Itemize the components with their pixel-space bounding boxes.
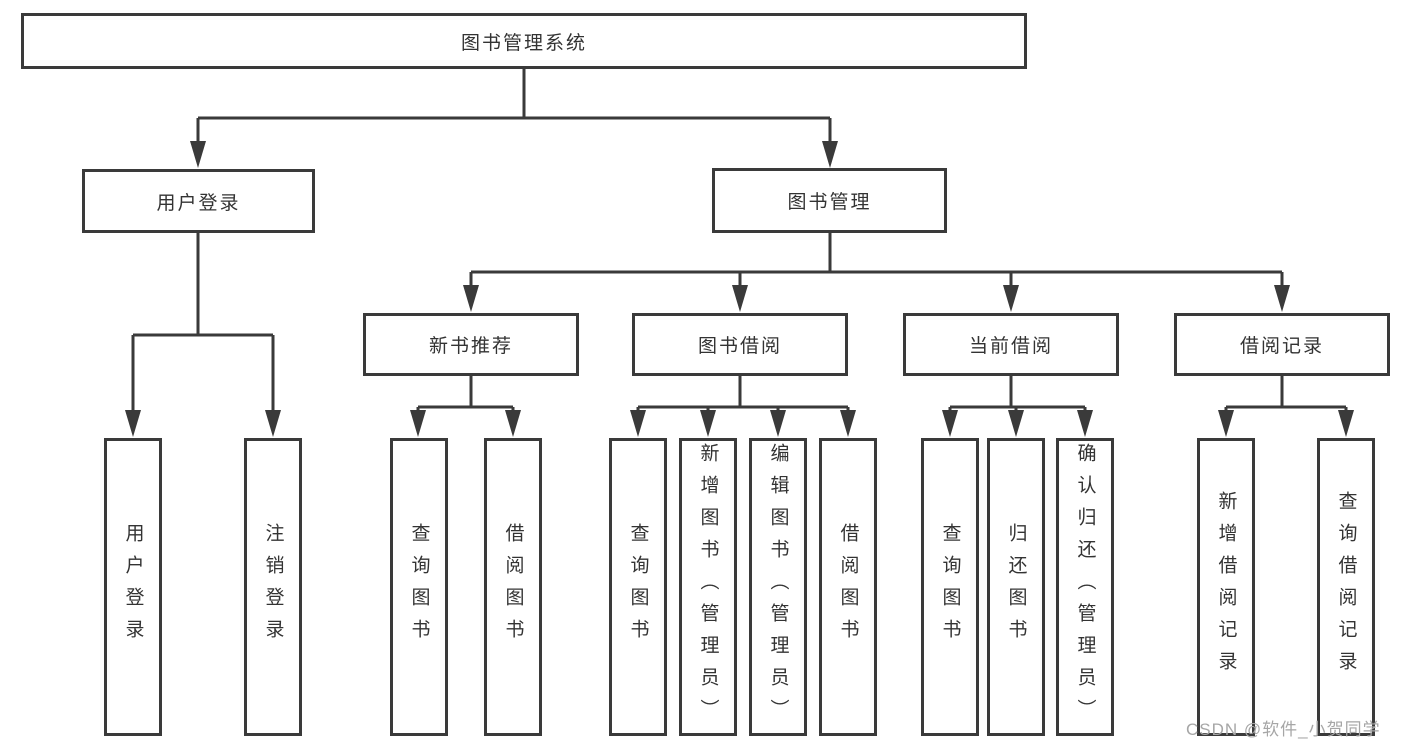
leaf-query-books-borrowing: 查询图书: [609, 438, 667, 736]
node-book-borrowing: 图书借阅: [632, 313, 848, 376]
leaf-confirm-return-admin-label: 确认归还（管理员）: [1074, 443, 1096, 731]
leaf-borrow-books-recommend-label: 借阅图书: [502, 523, 524, 651]
node-book-management: 图书管理: [712, 168, 947, 233]
node-book-borrowing-label: 图书借阅: [697, 336, 782, 357]
leaf-query-books-current: 查询图书: [921, 438, 979, 736]
leaf-edit-book-admin-label: 编辑图书（管理员）: [767, 443, 789, 731]
leaf-confirm-return-admin: 确认归还（管理员）: [1056, 438, 1114, 736]
leaf-user-login: 用户登录: [104, 438, 162, 736]
node-current-borrowing-label: 当前借阅: [968, 336, 1053, 357]
node-book-management-label: 图书管理: [787, 192, 872, 213]
leaf-return-books-label: 归还图书: [1005, 523, 1027, 651]
csdn-watermark: CSDN @软件_小贺同学: [1186, 720, 1381, 739]
leaf-borrow-books-recommend: 借阅图书: [484, 438, 542, 736]
leaf-logout: 注销登录: [244, 438, 302, 736]
leaf-user-login-label: 用户登录: [122, 523, 144, 651]
leaf-query-borrow-record-label: 查询借阅记录: [1335, 491, 1357, 683]
node-borrowing-records: 借阅记录: [1174, 313, 1390, 376]
node-new-book-recommendation: 新书推荐: [363, 313, 579, 376]
leaf-edit-book-admin: 编辑图书（管理员）: [749, 438, 807, 736]
node-root-label: 图书管理系统: [460, 32, 587, 54]
leaf-borrow-books: 借阅图书: [819, 438, 877, 736]
leaf-query-books-recommend: 查询图书: [390, 438, 448, 736]
node-borrowing-records-label: 借阅记录: [1239, 336, 1324, 357]
node-root: 图书管理系统: [21, 13, 1027, 69]
leaf-logout-label: 注销登录: [262, 523, 284, 651]
leaf-query-borrow-record: 查询借阅记录: [1317, 438, 1375, 736]
leaf-add-borrow-record-label: 新增借阅记录: [1215, 491, 1237, 683]
leaf-add-book-admin-label: 新增图书（管理员）: [697, 443, 719, 731]
leaf-add-book-admin: 新增图书（管理员）: [679, 438, 737, 736]
leaf-query-books-current-label: 查询图书: [939, 523, 961, 651]
node-user-login: 用户登录: [82, 169, 315, 233]
node-new-book-recommendation-label: 新书推荐: [428, 336, 513, 357]
leaf-return-books: 归还图书: [987, 438, 1045, 736]
node-user-login-label: 用户登录: [156, 192, 241, 214]
leaf-borrow-books-label: 借阅图书: [837, 523, 859, 651]
leaf-query-books-recommend-label: 查询图书: [408, 523, 430, 651]
node-current-borrowing: 当前借阅: [903, 313, 1119, 376]
leaf-query-books-borrowing-label: 查询图书: [627, 523, 649, 651]
leaf-add-borrow-record: 新增借阅记录: [1197, 438, 1255, 736]
